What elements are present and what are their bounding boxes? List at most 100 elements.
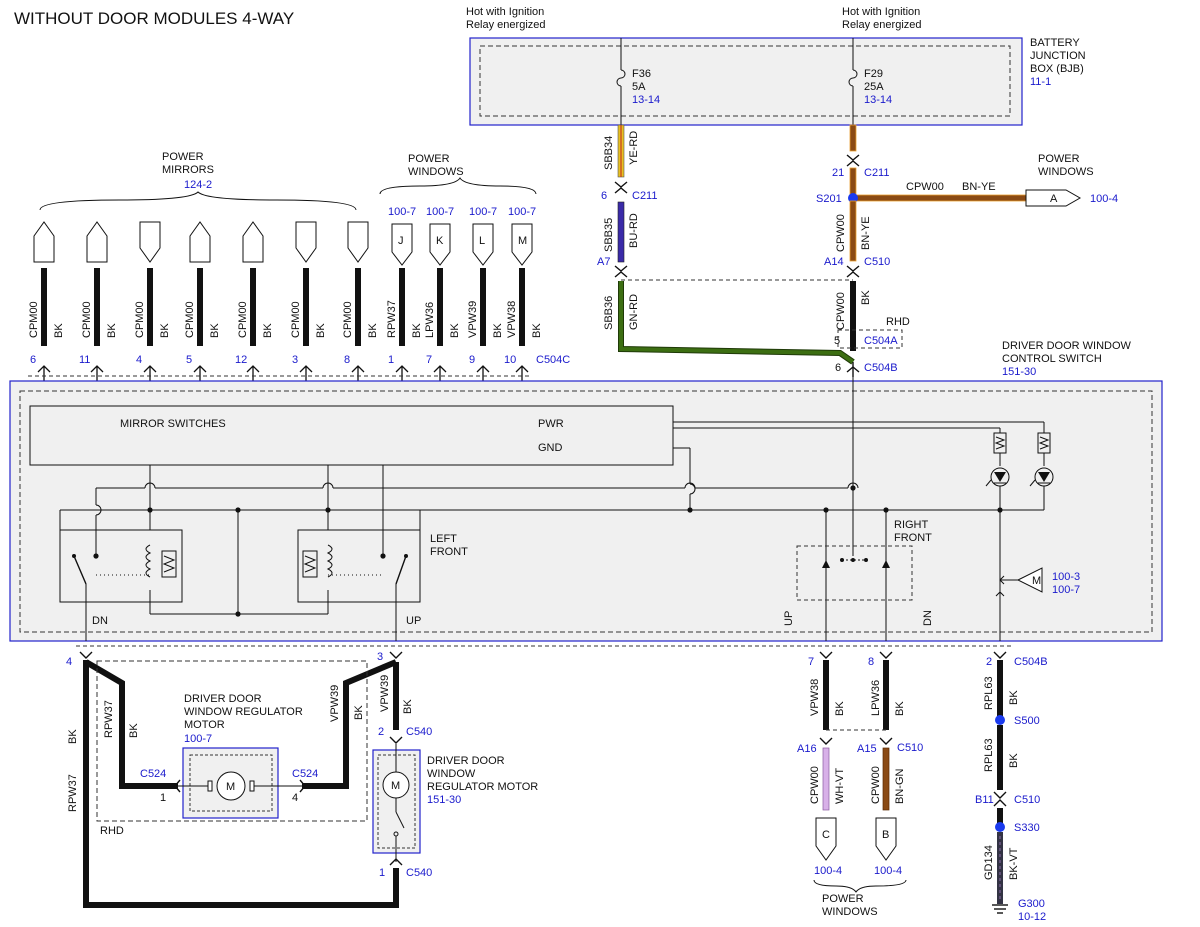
gd134-circuit: GD134 — [983, 845, 995, 880]
battery-junction-box[interactable]: BATTERY JUNCTION BOX (BJB) 11-1 — [469, 37, 1086, 126]
connector-c-power-windows[interactable]: C 100-4 — [814, 817, 842, 877]
cpw00-c-color: WH-VT — [834, 768, 846, 804]
c504a-pin: 5 — [834, 335, 840, 347]
c504b-top-name[interactable]: C504B — [864, 362, 898, 374]
top-connector-7[interactable] — [391, 223, 413, 266]
g300-label: G300 — [1018, 898, 1045, 910]
top-wire-0 — [41, 268, 47, 346]
rhd-label: RHD — [100, 825, 124, 837]
top-connector-letter-9: L — [479, 235, 485, 247]
connector-c510-lower: A16 A15 C510 — [797, 737, 923, 755]
hot-label-right: Hot with Ignition Relay energized — [842, 6, 922, 31]
conn-c-ref[interactable]: 100-4 — [814, 865, 842, 877]
top-connector-0[interactable] — [33, 221, 55, 263]
conn-c-letter: C — [822, 829, 830, 841]
s500-label: S500 — [1014, 715, 1040, 727]
top-connector-3[interactable] — [189, 221, 211, 263]
top-connector-ref-9[interactable]: 100-7 — [469, 206, 497, 218]
fuse-f29-ref[interactable]: 13-14 — [864, 94, 892, 106]
b11-c510-name[interactable]: C510 — [1014, 794, 1040, 806]
top-wire-1 — [94, 268, 100, 346]
top-connector-10[interactable] — [511, 223, 533, 266]
vpw39-inner-color: BK — [353, 705, 365, 720]
c524-left-name[interactable]: C524 — [140, 768, 166, 780]
power-mirrors-label-2: MIRRORS — [162, 164, 214, 176]
c510-right-name[interactable]: C510 — [864, 256, 890, 268]
top-connector-1[interactable] — [86, 221, 108, 263]
fuse-f36-ref[interactable]: 13-14 — [632, 94, 660, 106]
top-connector-ref-10[interactable]: 100-7 — [508, 206, 536, 218]
wire-rpw37-labels: RPW37 BK RPW37 BK — [67, 700, 140, 812]
rpl63-b-color: BK — [1008, 753, 1020, 768]
connector-c504b-top: 6 C504B — [835, 362, 898, 377]
control-switch-module[interactable]: DRIVER DOOR WINDOW CONTROL SWITCH 151-30 — [9, 340, 1163, 642]
top-connector-2[interactable] — [139, 221, 161, 263]
ground-m-ref-2[interactable]: 100-7 — [1052, 584, 1080, 596]
c504a-name[interactable]: C504A — [864, 335, 898, 347]
hot-label-left-line1: Hot with Ignition — [466, 6, 544, 18]
wire-cpw00-bk: CPW00 BK — [835, 281, 872, 351]
c524-right-name[interactable]: C524 — [292, 768, 318, 780]
a16-label: A16 — [797, 743, 817, 755]
top-wire-color-10: BK — [531, 323, 543, 338]
top-connector-8[interactable] — [429, 223, 451, 266]
c211-right-name[interactable]: C211 — [864, 167, 889, 179]
g300-ref[interactable]: 10-12 — [1018, 911, 1046, 923]
ground-m-label: M — [1032, 575, 1041, 587]
top-wire-circuit-1: CPM00 — [81, 301, 93, 338]
top-connector-4[interactable] — [242, 221, 264, 263]
rhd-motor-ref[interactable]: 100-7 — [184, 733, 212, 745]
connector-c540-top: 2 C540 — [378, 726, 432, 744]
top-connector-5[interactable] — [295, 221, 317, 263]
fuse-f36: F36 5A 13-14 — [616, 38, 660, 125]
top-connector-9[interactable] — [472, 223, 494, 266]
lhd-motor-name-2: WINDOW — [427, 768, 476, 780]
bjb-ref-link[interactable]: 11-1 — [1030, 76, 1051, 88]
top-connector-ref-7[interactable]: 100-7 — [388, 206, 416, 218]
wire-cpw00-bk-color: BK — [860, 290, 872, 305]
connector-a-ref[interactable]: 100-4 — [1090, 193, 1118, 205]
vpw39-inner-circuit: VPW39 — [329, 685, 341, 722]
top-pin-number-5: 3 — [292, 354, 298, 366]
bjb-name-1: BATTERY — [1030, 37, 1080, 49]
pin4-label: 4 — [66, 656, 72, 668]
c504c-name[interactable]: C504C — [536, 354, 570, 366]
top-connector-ref-8[interactable]: 100-7 — [426, 206, 454, 218]
power-mirrors-ref[interactable]: 124-2 — [184, 179, 212, 191]
c211-left-name[interactable]: C211 — [632, 190, 657, 202]
switch-name-1: DRIVER DOOR WINDOW — [1002, 340, 1132, 352]
c540-bottom-name[interactable]: C540 — [406, 867, 432, 879]
rhd-window-motor[interactable]: M DRIVER DOOR WINDOW REGULATOR MOTOR 100… — [96, 660, 368, 837]
top-wire-color-0: BK — [53, 323, 65, 338]
s330-label: S330 — [1014, 822, 1040, 834]
rpw37-inner-color: BK — [128, 723, 140, 738]
wire-cpw00-top — [849, 124, 857, 152]
switch-ref[interactable]: 151-30 — [1002, 366, 1036, 378]
connector-a-power-windows[interactable]: A 100-4 POWER WINDOWS — [1025, 153, 1118, 207]
c510-lower-name[interactable]: C510 — [897, 742, 923, 754]
top-wire-color-5: BK — [315, 323, 327, 338]
ground-c504b-name[interactable]: C504B — [1014, 656, 1048, 668]
top-wire-circuit-7: RPW37 — [386, 300, 398, 338]
lhd-motor-ref[interactable]: 151-30 — [427, 794, 461, 806]
connector-c510-right: A14 C510 — [824, 256, 890, 278]
top-pin-number-10: 10 — [504, 354, 516, 366]
top-connector-6[interactable] — [347, 221, 369, 263]
conn-b-ref[interactable]: 100-4 — [874, 865, 902, 877]
connector-b-power-windows[interactable]: B 100-4 — [874, 817, 902, 877]
ground-pin2: 2 — [986, 656, 992, 668]
top-wire-4 — [250, 268, 256, 346]
top-pin-number-8: 7 — [426, 354, 432, 366]
c524-right-pin: 4 — [292, 792, 298, 804]
wire-cpw00-segment — [849, 167, 857, 195]
wire-cpw00-vertical-color: BN-YE — [860, 216, 872, 250]
left-front-label-1: LEFT — [430, 533, 457, 545]
ground-m-ref-1[interactable]: 100-3 — [1052, 571, 1080, 583]
driver-door-window-motor[interactable]: M DRIVER DOOR WINDOW REGULATOR MOTOR 151… — [372, 744, 538, 862]
rhd-motor-name-1: DRIVER DOOR — [184, 693, 262, 705]
c540-top-name[interactable]: C540 — [406, 726, 432, 738]
